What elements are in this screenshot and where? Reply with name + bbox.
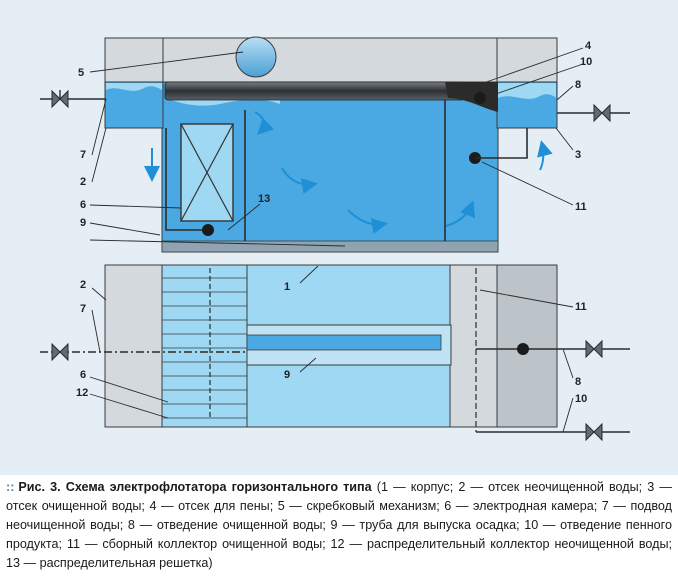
caption-title: Рис. 3. Схема электрофлотатора горизонта… <box>18 480 372 494</box>
label-6-bottom: 6 <box>80 369 86 381</box>
outlet-valve-top <box>593 103 611 123</box>
label-5: 5 <box>78 67 84 79</box>
bottom-strip <box>161 240 499 253</box>
flow-arrows <box>144 111 553 234</box>
foam-valve-bottom <box>585 422 603 442</box>
outlet-wave <box>498 83 556 99</box>
outlet-valve-bottom <box>585 339 603 359</box>
distribution-grid <box>162 277 247 419</box>
label-9-top: 9 <box>80 217 86 229</box>
label-7-bottom: 7 <box>80 303 86 315</box>
inlet-valve-bottom <box>51 342 69 362</box>
label-3: 3 <box>575 149 581 161</box>
label-2-top: 2 <box>80 176 86 188</box>
flotator-diagram: 5 4 10 8 3 11 7 2 6 9 13 1 2 7 6 12 9 11… <box>40 36 630 442</box>
scraper-roller <box>235 36 277 78</box>
label-7-top: 7 <box>80 149 86 161</box>
side-section <box>40 36 630 253</box>
upper-housing <box>161 37 499 84</box>
plan-view <box>40 264 630 442</box>
label-11-top: 11 <box>575 201 587 213</box>
plan-collector-node <box>517 343 529 355</box>
callout-labels: 5 4 10 8 3 11 7 2 6 9 13 1 2 7 6 12 9 11… <box>76 40 592 405</box>
label-12: 12 <box>76 387 88 399</box>
foam-outlet-node <box>474 92 486 104</box>
upper-left-block <box>104 37 164 84</box>
caption-bullet: :: <box>6 480 15 494</box>
foam-chute <box>445 82 498 112</box>
label-1: 1 <box>284 281 290 293</box>
plan-inlet-zone <box>161 264 249 428</box>
label-10-top: 10 <box>580 56 592 68</box>
scraper-belt <box>164 81 466 101</box>
label-9-bottom: 9 <box>284 369 290 381</box>
label-13: 13 <box>258 193 270 205</box>
inlet-feed-pipe <box>165 128 208 231</box>
distribution-node <box>202 224 214 236</box>
label-4: 4 <box>585 40 592 52</box>
plan-left-block <box>104 264 164 428</box>
label-10-bottom: 10 <box>575 393 587 405</box>
plan-outlet-zone <box>449 264 499 428</box>
label-11-bottom: 11 <box>575 301 587 313</box>
label-8-bottom: 8 <box>575 376 581 388</box>
inlet-wave <box>106 83 162 91</box>
caption-text: (1 — корпус; 2 — отсек неочищенной воды;… <box>6 480 672 570</box>
label-8-top: 8 <box>575 79 581 91</box>
leader-lines <box>89 47 584 433</box>
collector-pipe <box>475 128 528 159</box>
label-2-bottom: 2 <box>80 279 86 291</box>
sludge-pipe-inner <box>246 334 442 351</box>
diagram-panel: 5 4 10 8 3 11 7 2 6 9 13 1 2 7 6 12 9 11… <box>0 0 678 475</box>
label-6-top: 6 <box>80 199 86 211</box>
figure-caption: ::Рис. 3. Схема электрофлотатора горизон… <box>6 478 672 573</box>
